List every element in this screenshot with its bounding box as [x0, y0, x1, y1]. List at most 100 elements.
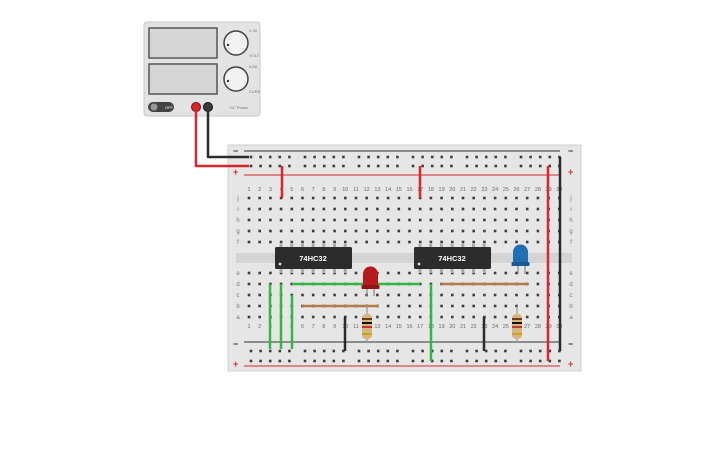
breadboard-hole[interactable]: [429, 218, 433, 222]
breadboard-hole[interactable]: [515, 240, 518, 244]
breadboard-hole[interactable]: [333, 207, 336, 211]
breadboard-hole[interactable]: [247, 229, 251, 233]
breadboard-hole[interactable]: [493, 304, 497, 308]
rail-hole[interactable]: [529, 155, 532, 159]
rail-hole[interactable]: [268, 155, 272, 159]
breadboard-hole[interactable]: [344, 293, 347, 297]
rail-hole[interactable]: [504, 349, 507, 353]
breadboard-hole[interactable]: [483, 196, 486, 200]
breadboard-hole[interactable]: [290, 282, 294, 286]
rail-hole[interactable]: [450, 359, 453, 363]
rail-hole[interactable]: [421, 359, 424, 363]
breadboard-hole[interactable]: [493, 293, 497, 297]
voltage-knob[interactable]: [223, 30, 249, 56]
breadboard-hole[interactable]: [354, 207, 358, 211]
breadboard-hole[interactable]: [247, 282, 251, 286]
breadboard-hole[interactable]: [525, 293, 529, 297]
rail-hole[interactable]: [421, 349, 424, 353]
rail-hole[interactable]: [259, 164, 262, 168]
breadboard-hole[interactable]: [451, 315, 454, 319]
breadboard-hole[interactable]: [493, 218, 497, 222]
breadboard-hole[interactable]: [504, 218, 508, 222]
breadboard-hole[interactable]: [322, 196, 326, 200]
breadboard-hole[interactable]: [472, 304, 475, 308]
breadboard-hole[interactable]: [397, 240, 401, 244]
rail-hole[interactable]: [529, 349, 532, 353]
breadboard-hole[interactable]: [536, 196, 540, 200]
breadboard-hole[interactable]: [322, 229, 326, 233]
breadboard-hole[interactable]: [269, 196, 272, 200]
rail-hole[interactable]: [268, 349, 272, 353]
breadboard-hole[interactable]: [311, 218, 315, 222]
breadboard-hole[interactable]: [483, 240, 486, 244]
wires[interactable]: [194, 111, 562, 361]
breadboard-hole[interactable]: [440, 218, 443, 222]
rail-hole[interactable]: [529, 359, 532, 363]
breadboard-hole[interactable]: [354, 293, 358, 297]
led-red[interactable]: [361, 266, 380, 296]
breadboard-hole[interactable]: [525, 207, 529, 211]
breadboard-hole[interactable]: [525, 196, 529, 200]
breadboard-hole[interactable]: [322, 207, 326, 211]
rail-hole[interactable]: [259, 359, 262, 363]
breadboard-hole[interactable]: [354, 240, 358, 244]
breadboard-hole[interactable]: [504, 271, 508, 275]
rail-hole[interactable]: [465, 349, 469, 353]
breadboard-hole[interactable]: [525, 240, 529, 244]
breadboard-hole[interactable]: [279, 207, 283, 211]
rail-hole[interactable]: [332, 359, 336, 363]
breadboard-hole[interactable]: [504, 196, 508, 200]
breadboard-hole[interactable]: [461, 315, 465, 319]
breadboard-hole[interactable]: [354, 218, 358, 222]
rail-hole[interactable]: [376, 349, 380, 353]
breadboard-hole[interactable]: [247, 207, 251, 211]
chip-74hc32-2[interactable]: 74HC32: [414, 244, 491, 273]
rail-hole[interactable]: [303, 164, 307, 168]
breadboard-hole[interactable]: [525, 229, 529, 233]
resistor-1[interactable]: [362, 306, 372, 343]
breadboard-hole[interactable]: [386, 218, 390, 222]
rail-hole[interactable]: [430, 155, 434, 159]
breadboard-hole[interactable]: [376, 293, 379, 297]
breadboard-hole[interactable]: [408, 207, 411, 211]
breadboard-hole[interactable]: [269, 240, 272, 244]
rail-hole[interactable]: [548, 164, 552, 168]
breadboard-hole[interactable]: [451, 304, 454, 308]
breadboard-hole[interactable]: [301, 196, 304, 200]
rail-hole[interactable]: [440, 349, 444, 353]
breadboard-hole[interactable]: [290, 218, 294, 222]
breadboard-hole[interactable]: [418, 315, 422, 319]
rail-hole[interactable]: [386, 164, 390, 168]
rail-hole[interactable]: [450, 349, 453, 353]
breadboard-hole[interactable]: [397, 293, 401, 297]
breadboard-hole[interactable]: [344, 207, 347, 211]
breadboard-hole[interactable]: [472, 218, 475, 222]
breadboard-hole[interactable]: [440, 229, 443, 233]
breadboard-hole[interactable]: [247, 293, 251, 297]
breadboard-hole[interactable]: [483, 304, 486, 308]
rail-hole[interactable]: [484, 155, 488, 159]
breadboard-hole[interactable]: [397, 196, 401, 200]
breadboard-hole[interactable]: [397, 207, 401, 211]
breadboard-hole[interactable]: [258, 240, 261, 244]
breadboard-hole[interactable]: [258, 207, 261, 211]
breadboard-hole[interactable]: [440, 304, 443, 308]
breadboard-hole[interactable]: [493, 207, 497, 211]
breadboard-hole[interactable]: [301, 293, 304, 297]
rail-hole[interactable]: [475, 359, 478, 363]
breadboard-hole[interactable]: [333, 196, 336, 200]
rail-hole[interactable]: [313, 359, 316, 363]
breadboard-hole[interactable]: [301, 207, 304, 211]
rail-hole[interactable]: [249, 359, 253, 363]
breadboard-hole[interactable]: [365, 196, 368, 200]
rail-hole[interactable]: [268, 359, 272, 363]
rail-hole[interactable]: [548, 359, 552, 363]
breadboard-hole[interactable]: [376, 315, 379, 319]
breadboard-hole[interactable]: [429, 207, 433, 211]
breadboard-hole[interactable]: [461, 304, 465, 308]
breadboard-hole[interactable]: [418, 229, 422, 233]
rail-hole[interactable]: [421, 155, 424, 159]
breadboard-hole[interactable]: [408, 240, 411, 244]
rail-hole[interactable]: [259, 155, 262, 159]
breadboard-hole[interactable]: [258, 282, 261, 286]
